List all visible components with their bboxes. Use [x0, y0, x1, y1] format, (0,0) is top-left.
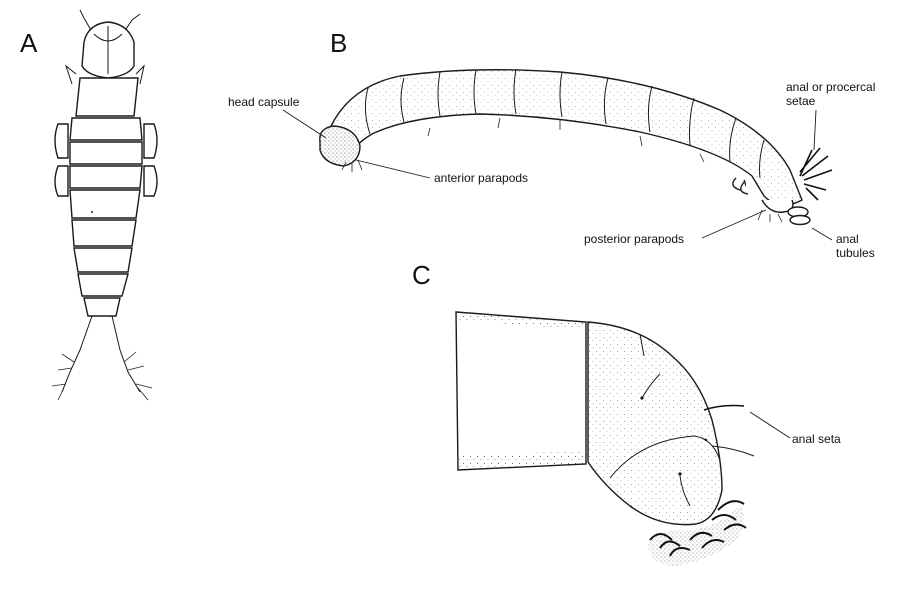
- panel-a-letter: A: [20, 28, 38, 58]
- label-anal-tubules-line1: anal: [836, 232, 859, 246]
- label-anal-procercal-setae-line2: setae: [786, 94, 816, 108]
- label-head-capsule: head capsule: [228, 95, 300, 109]
- panel-b-letter: B: [330, 28, 348, 58]
- label-anal-tubules-line2: tubules: [836, 246, 875, 260]
- panel-b-larva-lateral: [282, 68, 833, 241]
- label-posterior-parapods: posterior parapods: [584, 232, 685, 246]
- label-anal-procercal-setae-line1: anal or procercal: [786, 80, 876, 94]
- label-anal-seta: anal seta: [792, 432, 841, 446]
- label-anal-procercal-setae: anal or procercal setae: [786, 80, 875, 108]
- panel-c-terminal-segments: [455, 311, 791, 566]
- panel-c-letter: C: [412, 260, 431, 290]
- panel-a-larva-dorsal: [51, 9, 158, 401]
- label-anal-tubules: anal tubules: [836, 232, 875, 260]
- label-anterior-parapods: anterior parapods: [434, 171, 529, 185]
